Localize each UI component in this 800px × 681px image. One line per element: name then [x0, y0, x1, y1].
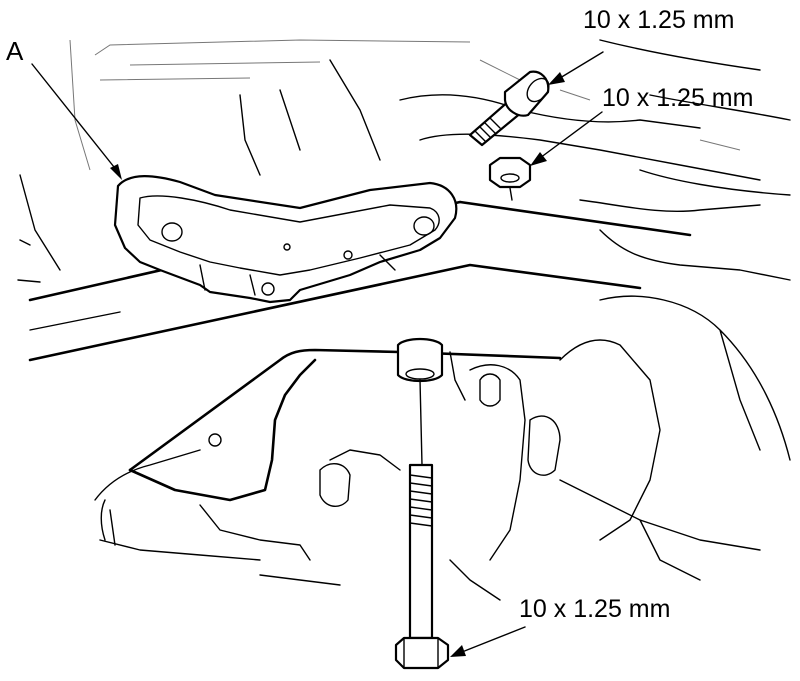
leader-arrows [31, 51, 604, 657]
label-upper-bolt-size: 10 x 1.25 mm [583, 6, 735, 34]
engine-background [17, 39, 791, 601]
upper-bolt [468, 70, 550, 147]
label-part-a: A [6, 36, 24, 66]
label-lower-bolt-size: 10 x 1.25 mm [519, 595, 671, 623]
lower-subframe [128, 348, 562, 502]
mount-bracket-a [113, 175, 458, 304]
label-upper-nut-size: 10 x 1.25 mm [602, 84, 754, 112]
upper-nut [488, 156, 532, 201]
lower-collar [396, 337, 444, 466]
lower-bolt [394, 463, 450, 670]
